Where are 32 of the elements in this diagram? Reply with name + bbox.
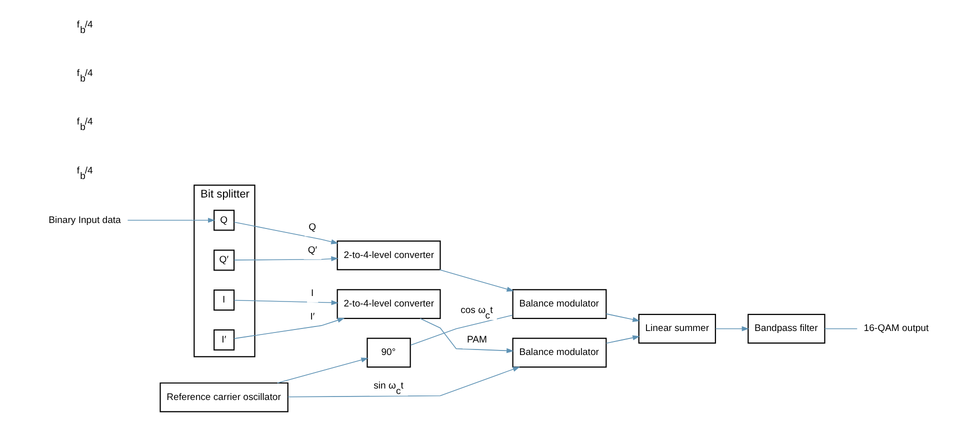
node-box: Q: [213, 210, 234, 231]
node-box: Q′: [213, 250, 234, 271]
node-box: I′: [213, 329, 234, 350]
node-box: I: [213, 290, 234, 311]
node-text: Binary Input data: [48, 214, 120, 226]
arrow: [233, 300, 338, 306]
connector: [824, 328, 858, 330]
edge-label: PAM: [466, 334, 486, 346]
arrow: [605, 313, 640, 322]
arrow: [233, 256, 338, 262]
node-box: 2-to-4-level converter: [336, 289, 440, 319]
arrow: [233, 318, 344, 339]
node-box: Reference carrier oscillator: [159, 382, 288, 412]
node-box: Bandpass filter: [747, 314, 825, 344]
edge-label: Q′: [307, 245, 317, 256]
arrow: [233, 222, 338, 244]
arrow: [714, 326, 749, 332]
node-text: 16-QAM output: [863, 323, 928, 334]
edge-label: Q: [308, 222, 316, 233]
node-box: Balance modulator: [512, 338, 606, 368]
node-box: Balance modulator: [512, 289, 606, 319]
edge-label: I′: [310, 311, 314, 322]
node-box: Linear summer: [638, 314, 716, 344]
arrow: [276, 358, 368, 384]
arrow: [605, 335, 640, 344]
arrow: [419, 318, 514, 354]
node-box: 2-to-4-level converter: [336, 240, 440, 270]
node-box: 90°: [366, 338, 410, 368]
connector: [410, 314, 512, 346]
edge-label: I: [310, 288, 314, 300]
arrow: [438, 269, 514, 292]
arrow: [126, 218, 215, 223]
